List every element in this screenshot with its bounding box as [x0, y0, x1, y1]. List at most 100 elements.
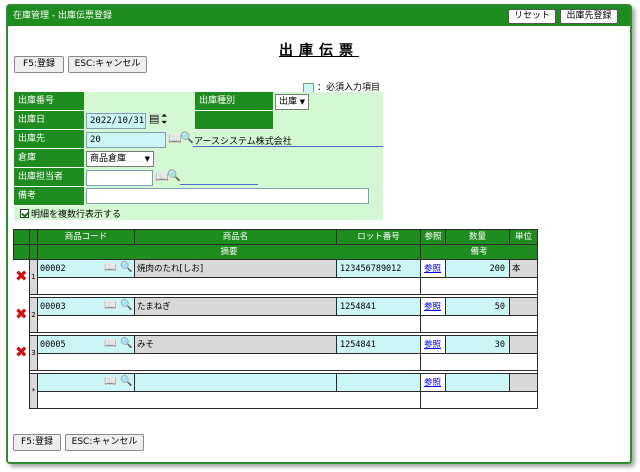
- search-icon[interactable]: 🔍: [120, 338, 133, 349]
- table-row-summary: [14, 315, 538, 333]
- col-header-ref: 参照: [420, 229, 446, 245]
- quantity[interactable]: 200: [445, 259, 510, 278]
- note-input[interactable]: [86, 188, 369, 204]
- book-icon[interactable]: 📖: [104, 262, 117, 273]
- book-icon[interactable]: 📖: [168, 132, 182, 145]
- unit: [509, 297, 538, 316]
- ref-link[interactable]: 参照: [424, 301, 442, 312]
- quantity[interactable]: [445, 373, 510, 392]
- quantity[interactable]: 50: [445, 297, 510, 316]
- delete-row-cell: ✖: [13, 259, 30, 295]
- book-icon[interactable]: 📖: [155, 170, 169, 183]
- summary-cell[interactable]: [37, 315, 421, 333]
- person-name-underline: [180, 184, 258, 185]
- person-input[interactable]: [86, 170, 153, 186]
- product-code-cell[interactable]: 00003 📖🔍: [37, 297, 135, 316]
- search-icon[interactable]: 🔍: [167, 169, 181, 182]
- ref-cell: 参照: [420, 297, 446, 316]
- person-label: 出庫担当者: [14, 168, 84, 187]
- col-header-summary: 摘要: [37, 244, 421, 260]
- summary-cell[interactable]: [37, 353, 421, 371]
- product-name[interactable]: [134, 373, 337, 392]
- col-header-qty: 数量: [445, 229, 510, 245]
- title-bar: 在庫管理 - 出庫伝票登録 リセット 出庫先登録: [8, 6, 630, 26]
- header-row: 商品コード 商品名 ロット番号 参照 数量 単位: [13, 229, 538, 245]
- col-header-remarks: 備考: [420, 244, 538, 260]
- delete-row-cell: ✖: [13, 335, 30, 371]
- date-label: 出庫日: [14, 111, 84, 130]
- ref-cell: 参照: [420, 259, 446, 278]
- delete-icon[interactable]: ✖: [14, 343, 28, 361]
- multiline-checkbox[interactable]: 明細を複数行表示する: [20, 209, 121, 221]
- unit: [509, 335, 538, 354]
- remarks-cell[interactable]: [420, 277, 538, 295]
- col-header-lot: ロット番号: [336, 229, 421, 245]
- destination-label: 出庫先: [14, 130, 84, 149]
- search-icon[interactable]: 🔍: [180, 131, 194, 144]
- type-label: 出庫種別: [195, 92, 273, 111]
- row-spacer: [13, 332, 538, 336]
- type-select[interactable]: 出庫▼: [275, 94, 309, 110]
- remarks-cell[interactable]: [420, 315, 538, 333]
- delete-row-cell: [13, 373, 30, 409]
- chevron-down-icon: ▼: [299, 98, 305, 106]
- book-icon[interactable]: 📖: [104, 300, 117, 311]
- date-spin-icon[interactable]: ⏶⏷: [161, 111, 168, 127]
- reset-button[interactable]: リセット: [508, 9, 556, 24]
- product-code: 00002: [40, 264, 66, 274]
- product-name[interactable]: たまねぎ: [134, 297, 337, 316]
- row-number: *: [29, 373, 38, 409]
- row-number: 3: [29, 335, 38, 371]
- blank-label-cell: [195, 111, 273, 130]
- product-code: 00005: [40, 340, 66, 350]
- table-row-summary: [14, 391, 538, 409]
- lot-number[interactable]: 1254841: [336, 297, 421, 316]
- summary-cell[interactable]: [37, 277, 421, 295]
- checkbox-check-icon[interactable]: [20, 209, 29, 218]
- summary-cell[interactable]: [37, 391, 421, 409]
- lot-number[interactable]: [336, 373, 421, 392]
- calendar-icon[interactable]: ▤: [149, 112, 160, 125]
- lot-number[interactable]: 1254841: [336, 335, 421, 354]
- delete-icon[interactable]: ✖: [14, 267, 28, 286]
- destination-name-underline: [193, 146, 383, 147]
- unit: [509, 373, 538, 392]
- remarks-cell[interactable]: [420, 391, 538, 409]
- row-spacer: [13, 370, 538, 374]
- delete-row-cell: ✖: [13, 297, 30, 333]
- cancel-button[interactable]: ESC:キャンセル: [68, 56, 147, 73]
- date-input[interactable]: 2022/10/31: [86, 113, 146, 129]
- product-code-cell[interactable]: 00005 📖🔍: [37, 335, 135, 354]
- register-button[interactable]: F5:登録: [14, 56, 64, 73]
- remarks-cell[interactable]: [420, 353, 538, 371]
- lot-number[interactable]: 123456789012: [336, 259, 421, 278]
- product-code-cell[interactable]: 00002 📖🔍: [37, 259, 135, 278]
- product-code-cell[interactable]: 📖🔍: [37, 373, 135, 392]
- search-icon[interactable]: 🔍: [120, 262, 133, 273]
- product-name[interactable]: みそ: [134, 335, 337, 354]
- row-spacer: [13, 294, 538, 298]
- quantity[interactable]: 30: [445, 335, 510, 354]
- destination-code-input[interactable]: 20: [86, 132, 166, 148]
- search-icon[interactable]: 🔍: [120, 376, 133, 387]
- product-name[interactable]: 焼肉のたれ[しお]: [134, 259, 337, 278]
- note-label: 備考: [14, 187, 84, 206]
- delete-icon[interactable]: ✖: [14, 305, 28, 323]
- number-label: 出庫番号: [14, 92, 84, 111]
- ref-link[interactable]: 参照: [424, 377, 442, 388]
- cancel-button-bottom[interactable]: ESC:キャンセル: [65, 434, 144, 451]
- book-icon[interactable]: 📖: [104, 376, 117, 387]
- header-row-2: 摘要 備考: [13, 244, 538, 260]
- destination-register-button[interactable]: 出庫先登録: [560, 9, 618, 24]
- product-code: 00003: [40, 302, 66, 312]
- ref-link[interactable]: 参照: [424, 263, 442, 274]
- window-title: 在庫管理 - 出庫伝票登録: [13, 11, 112, 21]
- warehouse-select[interactable]: 商品倉庫▼: [86, 151, 154, 167]
- ref-link[interactable]: 参照: [424, 339, 442, 350]
- search-icon[interactable]: 🔍: [120, 300, 133, 311]
- book-icon[interactable]: 📖: [104, 338, 117, 349]
- register-button-bottom[interactable]: F5:登録: [13, 434, 61, 451]
